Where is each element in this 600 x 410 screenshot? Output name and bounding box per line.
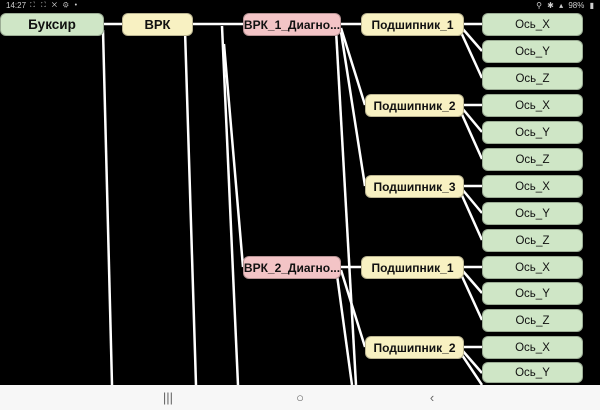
node-axis[interactable]: Ось_X [482, 175, 583, 198]
node-vrk1-diagnostics[interactable]: ВРК_1_Диагно... [243, 13, 341, 36]
navigation-bar: ||| ○ ‹ [0, 385, 600, 410]
node-axis[interactable]: Ось_Y [482, 121, 583, 144]
status-bar: 14:27 ⛶ ⛶ ✕ ⚙ • ⚲ ✱ ▴ 98% ▮ [0, 0, 600, 11]
node-vrk2-diagnostics[interactable]: ВРК_2_Диагно... [243, 256, 341, 279]
back-button[interactable]: ‹ [429, 390, 435, 405]
node-vrk1-bearing-1[interactable]: Подшипник_1 [361, 13, 464, 36]
node-vrk1-bearing-3[interactable]: Подшипник_3 [365, 175, 464, 198]
node-tugboat[interactable]: Буксир [0, 13, 104, 36]
battery-level: 98% [568, 1, 585, 10]
node-axis[interactable]: Ось_X [482, 256, 583, 279]
node-axis[interactable]: Ось_X [482, 94, 583, 117]
node-axis[interactable]: Ось_X [482, 336, 583, 359]
node-vrk1-bearing-2[interactable]: Подшипник_2 [365, 94, 464, 117]
status-time: 14:27 [6, 1, 27, 10]
node-axis[interactable]: Ось_Z [482, 67, 583, 90]
node-vrk2-bearing-2[interactable]: Подшипник_2 [365, 336, 464, 359]
node-axis[interactable]: Ось_Y [482, 202, 583, 225]
home-button[interactable]: ○ [296, 390, 304, 405]
tree-connectors [101, 22, 484, 385]
node-axis[interactable]: Ось_X [482, 13, 583, 36]
bluetooth-icon: ✱ [547, 1, 554, 10]
node-vrk2-bearing-1[interactable]: Подшипник_1 [361, 256, 464, 279]
notification-icons: ⛶ ⛶ ✕ ⚙ • [30, 2, 80, 9]
node-axis[interactable]: Ось_Y [482, 40, 583, 63]
battery-icon: ▮ [589, 1, 594, 10]
system-icons: ⚲ ✱ ▴ 98% ▮ [533, 0, 594, 11]
node-axis[interactable]: Ось_Y [482, 362, 583, 383]
node-axis[interactable]: Ось_Z [482, 148, 583, 171]
node-axis[interactable]: Ось_Y [482, 282, 583, 305]
recents-button[interactable]: ||| [162, 390, 174, 405]
node-vrk[interactable]: ВРК [122, 13, 193, 36]
wifi-icon: ▴ [559, 1, 564, 10]
node-axis[interactable]: Ось_Z [482, 309, 583, 332]
mute-icon: ⚲ [536, 1, 542, 10]
node-axis[interactable]: Ось_Z [482, 229, 583, 252]
